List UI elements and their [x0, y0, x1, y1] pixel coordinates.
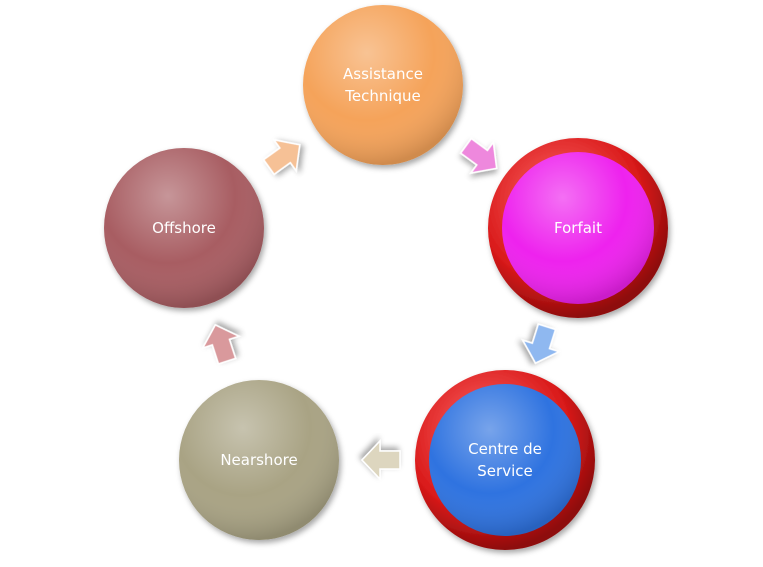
node-centre-label: Centre de Service — [468, 440, 542, 480]
arrow-nearshore-to-offshore — [201, 323, 241, 365]
node-offshore: Offshore — [104, 148, 264, 308]
node-offshore-label-line: Offshore — [152, 219, 216, 237]
node-nearshore: Nearshore — [179, 380, 339, 540]
node-nearshore-label: Nearshore — [220, 451, 297, 469]
node-forfait-label-line: Forfait — [554, 219, 602, 237]
node-centre-label-line: Service — [477, 462, 532, 480]
node-centre: Centre de Service — [415, 370, 595, 550]
node-assistance-label-line: Assistance — [343, 65, 423, 83]
node-forfait: Forfait — [488, 138, 668, 318]
node-nearshore-label-line: Nearshore — [220, 451, 297, 469]
node-offshore-label: Offshore — [152, 219, 216, 237]
node-forfait-label: Forfait — [554, 219, 602, 237]
node-assistance-label-line: Technique — [344, 87, 421, 105]
arrow-forfait-to-centre — [521, 323, 562, 365]
node-centre-label-line: Centre de — [468, 440, 542, 458]
arrow-centre-to-nearshore — [360, 439, 401, 481]
arrow-assistance-to-forfait — [459, 137, 498, 175]
arrow-offshore-to-assistance — [262, 138, 301, 176]
